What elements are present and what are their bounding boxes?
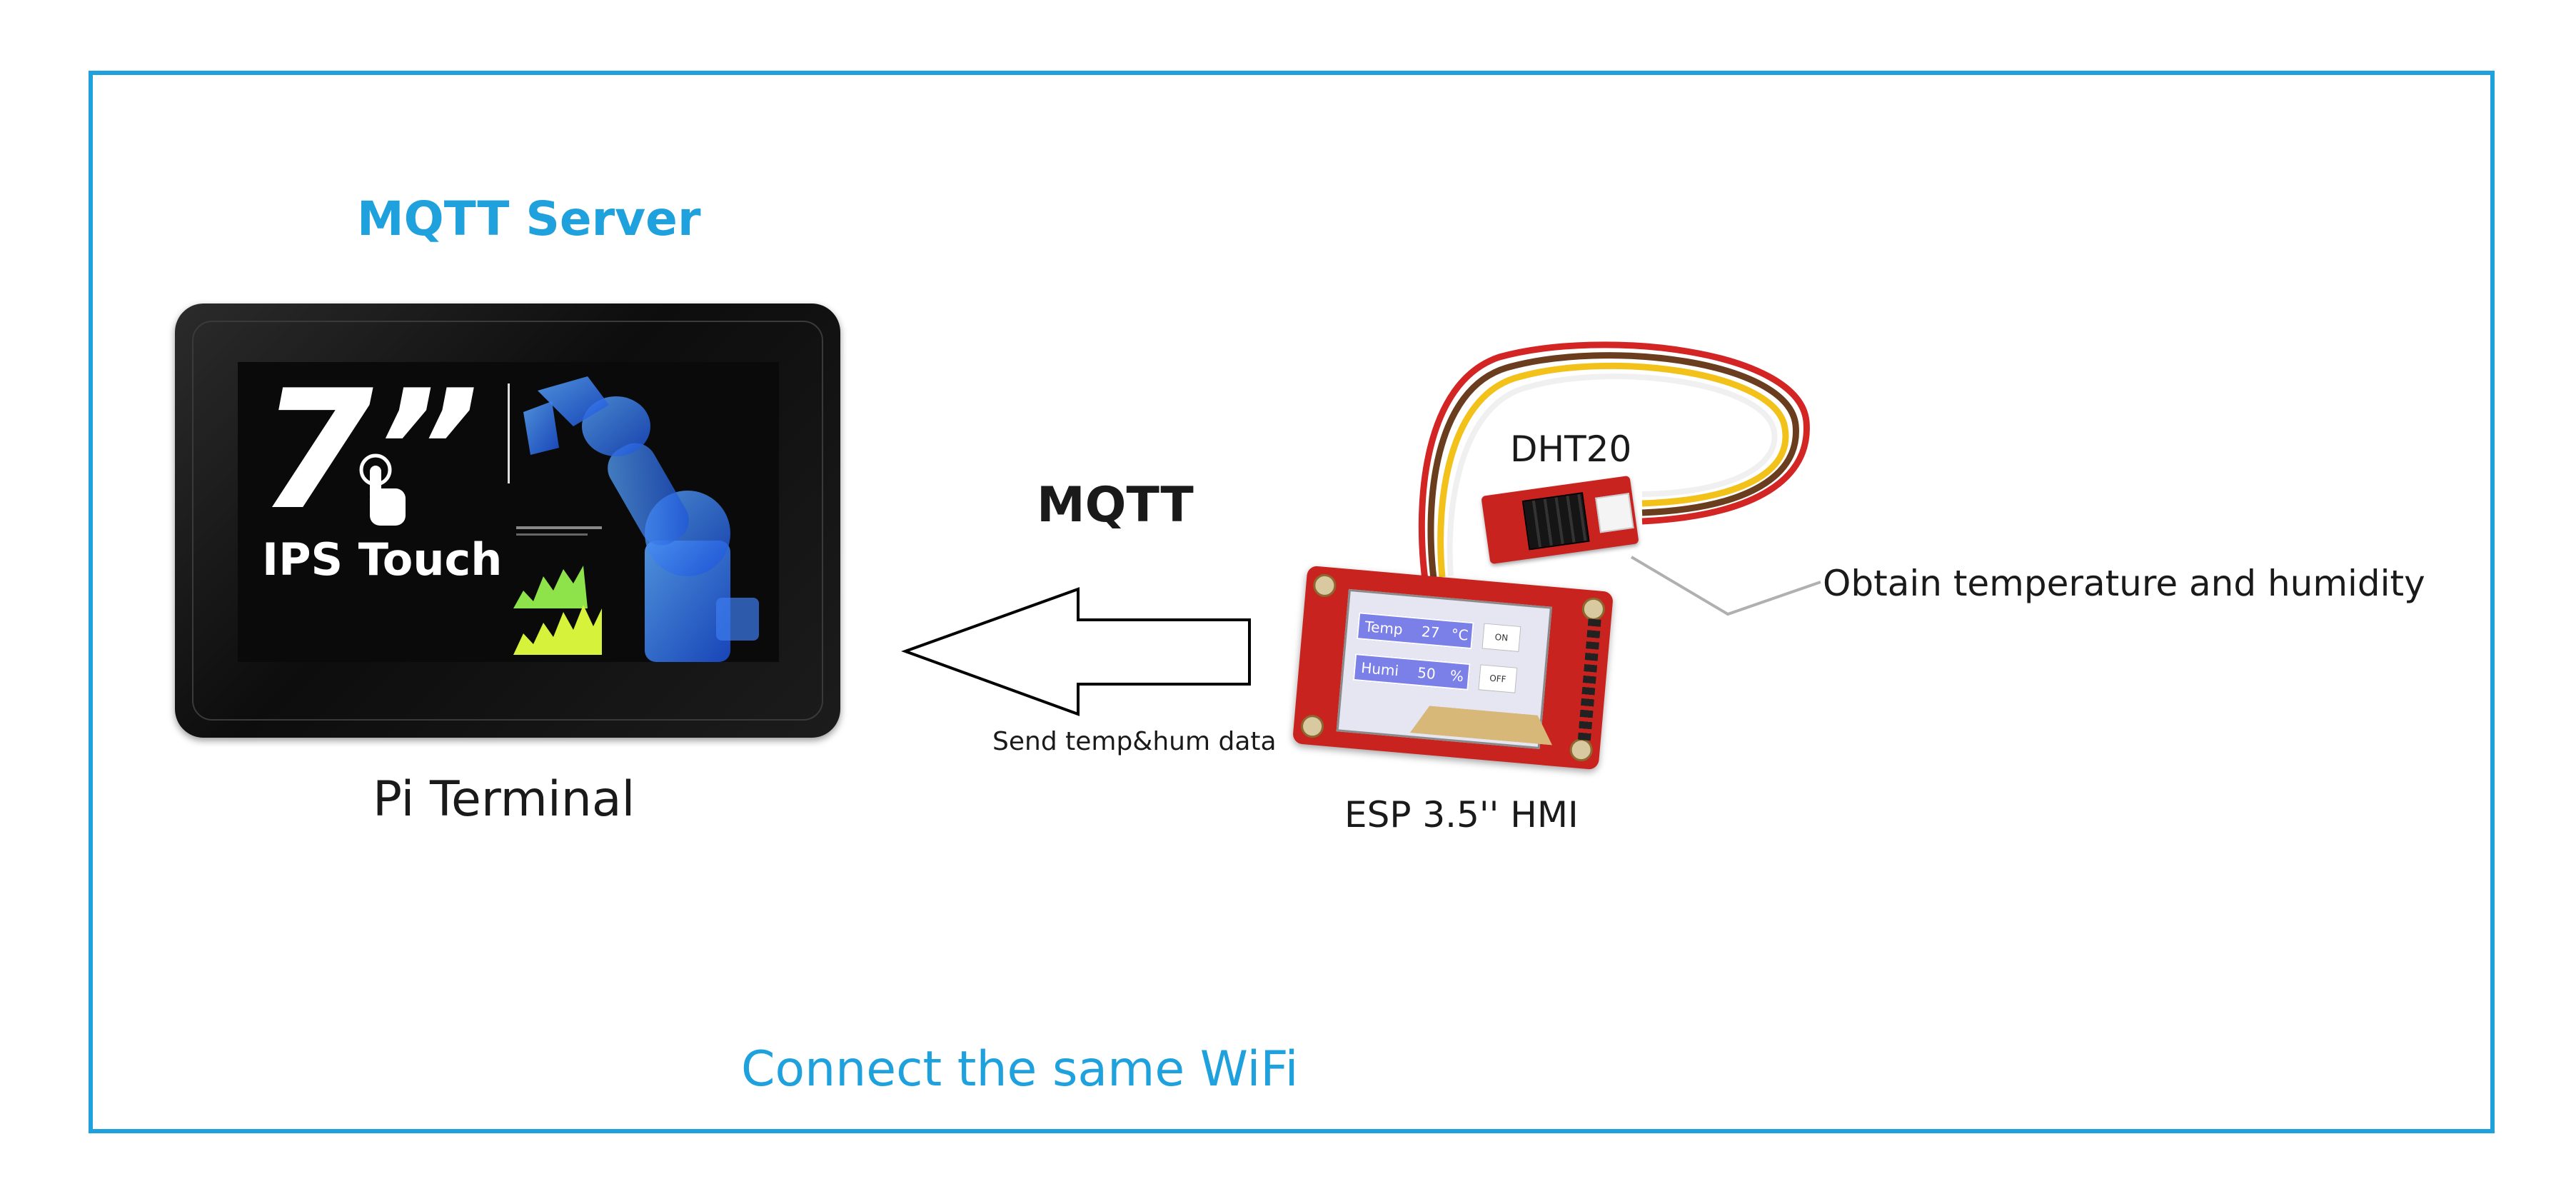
esp-pin-header [1577,618,1601,741]
obtain-data-label: Obtain temperature and humidity [1823,563,2425,604]
mqtt-label: MQTT [1037,477,1194,533]
temp-label: Temp [1364,618,1404,638]
on-button[interactable]: ON [1481,623,1521,652]
send-data-label: Send temp&hum data [992,727,1277,756]
off-button[interactable]: OFF [1478,664,1518,693]
screen-divider [508,383,510,483]
wifi-network-frame [89,71,2495,1133]
pi-terminal-label: Pi Terminal [373,771,635,828]
mqtt-server-title: MQTT Server [357,191,701,246]
temp-value: 27 [1420,623,1441,642]
temp-field: Temp 27 °C [1356,612,1474,650]
screen-ribbon-cable [1410,704,1555,745]
mount-hole [1299,713,1325,739]
esp-hmi-label: ESP 3.5'' HMI [1344,794,1579,836]
dht20-connector [1595,493,1634,533]
dht20-chip [1521,492,1590,551]
robot-arm-graphic [513,376,759,662]
esp-hmi-board: Temp 27 °C Humi 50 % ON OFF [1292,565,1614,771]
dht20-label: DHT20 [1510,428,1632,470]
wifi-caption: Connect the same WiFi [741,1041,1299,1098]
humi-label: Humi [1360,658,1400,680]
ips-touch-text: IPS Touch [262,533,503,586]
pi-terminal-screen: 7” IPS Touch [238,362,779,662]
humi-value: 50 [1417,663,1437,683]
mount-hole [1581,596,1606,622]
temp-unit: °C [1450,625,1469,644]
mount-hole [1312,573,1337,598]
screen-size-text: 7” [259,362,480,546]
touch-hand-icon [359,453,406,526]
pi-terminal-device: 7” IPS Touch [175,303,840,738]
esp-hmi-screen: Temp 27 °C Humi 50 % ON OFF [1336,588,1555,750]
pi-terminal-bezel [192,321,823,721]
mount-hole [1569,737,1594,763]
humi-unit: % [1449,666,1464,686]
humi-field: Humi 50 % [1352,653,1471,691]
